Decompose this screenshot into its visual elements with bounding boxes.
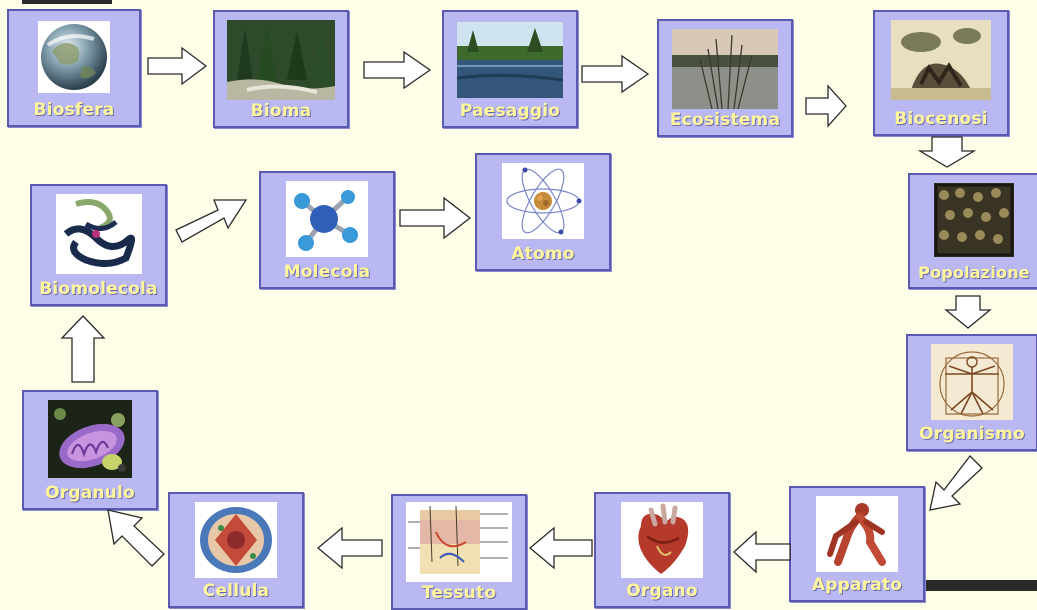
level-label: Organismo xyxy=(919,424,1025,444)
cell-cross-section-icon xyxy=(195,502,277,578)
level-card-molecola: Molecola xyxy=(259,171,395,289)
dense-crowd-icon xyxy=(934,183,1014,257)
level-card-apparato: Apparato xyxy=(789,486,925,602)
level-label: Tessuto xyxy=(421,583,497,603)
arrow-right-icon xyxy=(147,46,208,86)
level-card-atomo: Atomo xyxy=(475,153,611,271)
arrow-up-icon xyxy=(60,315,106,383)
level-card-biomolecola: Biomolecola xyxy=(30,184,167,306)
heart-organ-icon xyxy=(621,502,703,578)
level-label: Molecola xyxy=(283,262,371,282)
arrow-down-icon xyxy=(917,136,977,168)
level-label: Biosfera xyxy=(33,100,115,120)
muscular-system-icon xyxy=(816,496,898,572)
level-label: Apparato xyxy=(811,575,903,595)
forest-stream-icon xyxy=(227,20,335,100)
level-card-biosfera: Biosfera xyxy=(7,9,141,127)
atom-orbit-icon xyxy=(502,163,584,239)
arrow-right-icon xyxy=(581,54,650,94)
arrow-down-left-icon xyxy=(929,455,983,511)
level-card-organismo: Organismo xyxy=(906,334,1037,451)
level-card-ecosistema: Ecosistema xyxy=(657,19,793,137)
arrow-up-left-icon xyxy=(107,509,165,567)
level-label: Organulo xyxy=(45,483,135,503)
level-label: Paesaggio xyxy=(459,101,561,121)
level-label: Biomolecola xyxy=(39,279,158,299)
skin-tissue-section-icon xyxy=(406,502,512,582)
level-label: Bioma xyxy=(250,101,312,121)
level-card-cellula: Cellula xyxy=(168,492,304,608)
top-decorative-bar xyxy=(22,0,112,4)
arrow-left-icon xyxy=(733,530,791,574)
arrow-right-icon xyxy=(805,84,847,128)
arrow-up-right-icon xyxy=(175,192,248,243)
level-label: Ecosistema xyxy=(669,110,781,130)
level-label: Biocenosi xyxy=(894,109,988,129)
lake-landscape-icon xyxy=(457,22,563,98)
level-card-organo: Organo xyxy=(594,492,730,608)
mitochondrion-icon xyxy=(48,400,132,478)
protein-ribbon-icon xyxy=(55,194,142,274)
bottom-decorative-bar xyxy=(925,580,1037,591)
arrow-down-icon xyxy=(944,295,992,329)
ball-and-stick-molecule-icon xyxy=(286,181,368,257)
level-card-paesaggio: Paesaggio xyxy=(442,10,578,128)
level-card-popolazione: Popolazione xyxy=(908,173,1037,289)
level-card-biocenosi: Biocenosi xyxy=(873,10,1009,136)
level-label: Atomo xyxy=(511,244,575,264)
arrow-right-icon xyxy=(363,50,432,90)
earth-globe-icon xyxy=(38,21,110,93)
level-card-tessuto: Tessuto xyxy=(391,494,527,610)
vitruvian-man-icon xyxy=(931,344,1013,420)
arrow-right-icon xyxy=(399,196,472,240)
level-label: Organo xyxy=(626,581,698,601)
level-card-bioma: Bioma xyxy=(213,10,349,128)
level-label: Cellula xyxy=(202,581,270,601)
arrow-left-icon xyxy=(316,526,383,570)
level-card-organulo: Organulo xyxy=(22,390,158,510)
arrow-left-icon xyxy=(528,526,593,570)
marsh-reeds-icon xyxy=(672,29,778,109)
elephants-tree-icon xyxy=(891,20,991,100)
level-label: Popolazione xyxy=(918,263,1030,282)
